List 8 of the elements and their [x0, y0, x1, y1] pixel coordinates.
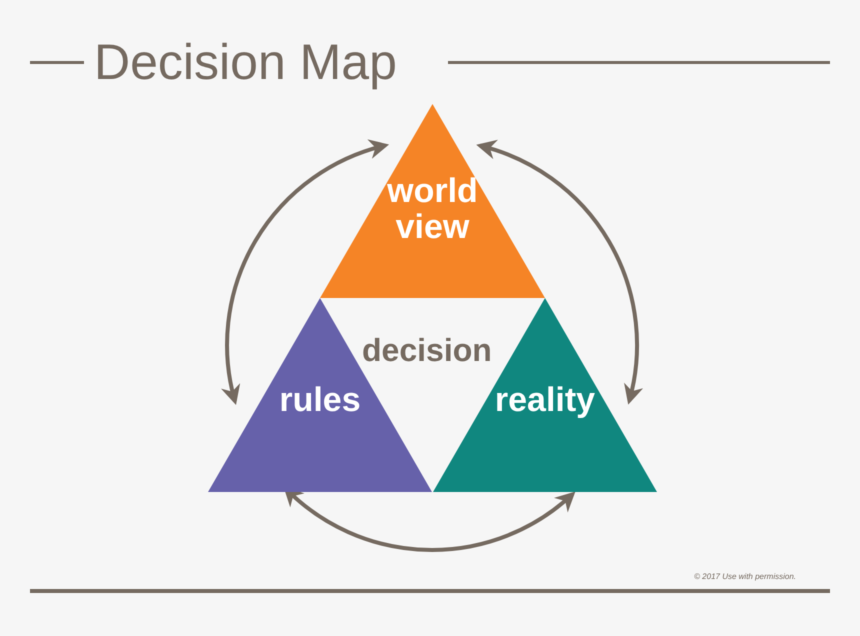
center-label: decision	[362, 332, 492, 368]
curved-double-arrow	[476, 140, 642, 405]
node-label: world view	[386, 173, 479, 245]
title: Decision Map	[94, 33, 397, 92]
node-label: reality	[494, 382, 596, 418]
copyright-note: © 2017 Use with permission.	[694, 571, 796, 583]
curved-double-arrow	[222, 140, 390, 406]
node-label: rules	[278, 382, 362, 418]
